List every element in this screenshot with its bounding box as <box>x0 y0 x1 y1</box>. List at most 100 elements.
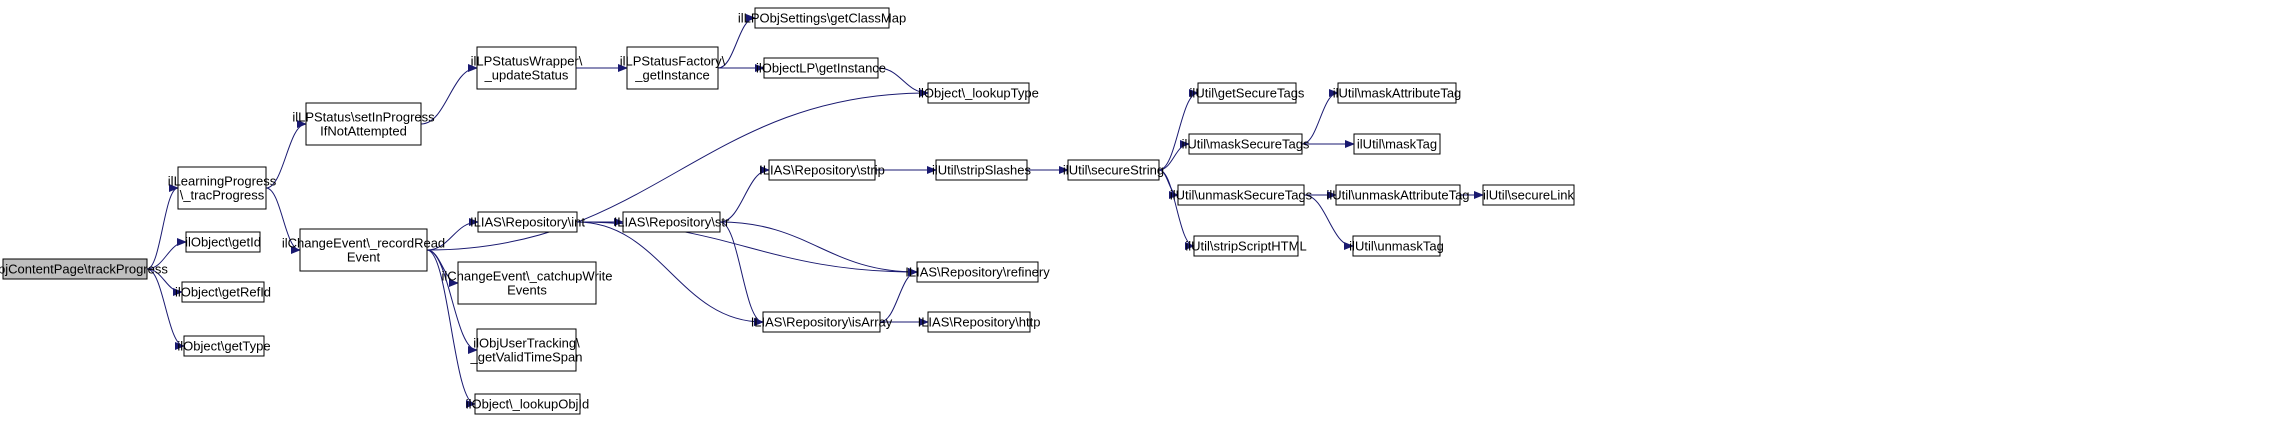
node-label: ILIAS\Repository\http <box>918 315 1041 330</box>
edge-record-read-to-user-tracking <box>426 249 478 354</box>
edge-repo-is-array-to-repo-refinery <box>879 268 918 323</box>
node-box <box>477 211 578 233</box>
node-box <box>185 231 261 253</box>
nodes-layer: ilObjContentPage\trackProgress ilLearning… <box>0 7 1575 415</box>
node-repo-strip[interactable]: ILIAS\Repository\strip <box>759 159 885 181</box>
node-label: ilUtil\stripSlashes <box>932 163 1031 178</box>
edge-root-to-get-type <box>146 268 185 350</box>
node-label: ilUtil\getSecureTags <box>1190 86 1305 101</box>
node-get-ref-id[interactable]: ilObject\getRefId <box>175 281 271 303</box>
node-unmask-tag[interactable]: ilUtil\unmaskTag <box>1349 235 1444 257</box>
node-label: ILIAS\Repository\strip <box>759 163 885 178</box>
node-box <box>1352 235 1441 257</box>
node-box <box>768 159 876 181</box>
node-label: ilObject\_lookupObjId <box>466 397 590 412</box>
node-box <box>2 258 148 280</box>
node-label: \_tracProgress <box>180 188 265 203</box>
node-trac[interactable]: ilLearningProgress\_tracProgress <box>168 166 277 210</box>
node-object-lp[interactable]: ilObjectLP\getInstance <box>756 57 886 79</box>
node-label: ilLPStatusWrapper\ <box>471 54 583 69</box>
node-box <box>626 46 719 90</box>
edges-layer <box>146 14 1484 408</box>
node-box <box>1353 133 1441 155</box>
node-label: Events <box>507 283 547 298</box>
node-box <box>183 335 265 357</box>
node-label: ilObjectLP\getInstance <box>756 61 886 76</box>
node-get-id[interactable]: ilObject\getId <box>185 231 261 253</box>
node-mask-secure-tags[interactable]: ilUtil\maskSecureTags <box>1182 133 1310 155</box>
node-label: ilObject\_lookupType <box>918 86 1039 101</box>
node-label: ILIAS\Repository\str <box>614 215 730 230</box>
node-factory[interactable]: ilLPStatusFactory\_getInstance <box>620 46 726 90</box>
node-label: ilUtil\secureString <box>1063 163 1164 178</box>
node-box <box>935 159 1028 181</box>
node-repo-refinery[interactable]: ILIAS\Repository\refinery <box>905 261 1050 283</box>
node-class-map[interactable]: ilLPObjSettings\getClassMap <box>738 7 906 29</box>
edge-record-read-to-lookup-obj-id <box>426 249 476 408</box>
node-box <box>762 311 881 333</box>
node-label: ilLPStatus\setInProgress <box>292 110 435 125</box>
edge-set-in-prog-to-wrapper <box>420 64 478 125</box>
node-root[interactable]: ilObjContentPage\trackProgress <box>0 258 168 280</box>
edge-root-to-get-ref-id <box>146 268 183 296</box>
node-strip-script-html[interactable]: ilUtil\stripScriptHTML <box>1185 235 1307 257</box>
node-box <box>1177 184 1305 206</box>
node-label: ilObject\getId <box>185 235 261 250</box>
node-label: ilUtil\stripScriptHTML <box>1185 239 1306 254</box>
node-label: ilObjUserTracking\ <box>473 336 580 351</box>
edge-root-to-get-id <box>146 238 187 270</box>
node-secure-string[interactable]: ilUtil\secureString <box>1063 159 1164 181</box>
node-get-type[interactable]: ilObject\getType <box>177 335 271 357</box>
node-repo-is-array[interactable]: ILIAS\Repository\isArray <box>751 311 893 333</box>
node-label: _getInstance <box>634 68 709 83</box>
node-lookup-type[interactable]: ilObject\_lookupType <box>918 82 1039 104</box>
node-label: ILIAS\Repository\isArray <box>751 315 893 330</box>
node-box <box>457 261 597 305</box>
edge-secure-string-to-mask-secure-tags <box>1158 140 1190 171</box>
node-box <box>476 328 577 372</box>
node-label: ilLPObjSettings\getClassMap <box>738 11 906 26</box>
node-box <box>916 261 1039 283</box>
node-label: ilObjContentPage\trackProgress <box>0 262 168 277</box>
node-strip-slashes[interactable]: ilUtil\stripSlashes <box>932 159 1031 181</box>
node-box <box>927 82 1030 104</box>
node-label: ilUtil\unmaskTag <box>1349 239 1444 254</box>
node-label: _updateStatus <box>484 68 569 83</box>
node-repo-str[interactable]: ILIAS\Repository\str <box>614 211 730 233</box>
node-label: ILIAS\Repository\int <box>470 215 585 230</box>
node-repo-http[interactable]: ILIAS\Repository\http <box>918 311 1041 333</box>
node-box <box>181 281 265 303</box>
node-mask-tag[interactable]: ilUtil\maskTag <box>1353 133 1441 155</box>
node-wrapper[interactable]: ilLPStatusWrapper\_updateStatus <box>471 46 583 90</box>
node-secure-link[interactable]: ilUtil\secureLink <box>1482 184 1575 206</box>
node-box <box>305 102 422 146</box>
node-lookup-obj-id[interactable]: ilObject\_lookupObjId <box>466 393 590 415</box>
edge-root-to-trac <box>146 184 179 270</box>
node-box <box>763 57 879 79</box>
edge-repo-str-to-repo-is-array <box>719 221 764 326</box>
node-label: IfNotAttempted <box>320 124 407 139</box>
node-label: ilObject\getType <box>177 339 270 354</box>
edge-mask-secure-tags-to-mask-attribute-tag <box>1301 89 1339 145</box>
edge-secure-string-to-get-secure-tags <box>1158 89 1199 171</box>
node-box <box>1337 82 1457 104</box>
node-mask-attribute-tag[interactable]: ilUtil\maskAttributeTag <box>1333 82 1462 104</box>
node-get-secure-tags[interactable]: ilUtil\getSecureTags <box>1190 82 1305 104</box>
node-unmask-attribute-tag[interactable]: ilUtil\unmaskAttributeTag <box>1326 184 1470 206</box>
node-user-tracking[interactable]: ilObjUserTracking\_getValidTimeSpan <box>469 328 583 372</box>
node-box <box>1193 235 1299 257</box>
edge-record-read-to-repo-int <box>426 218 479 251</box>
node-box <box>622 211 721 233</box>
node-label: _getValidTimeSpan <box>469 350 582 365</box>
node-label: ilLearningProgress <box>168 174 277 189</box>
node-label: ilUtil\unmaskSecureTags <box>1170 188 1313 203</box>
node-box <box>299 228 428 272</box>
node-box <box>476 46 577 90</box>
node-repo-int[interactable]: ILIAS\Repository\int <box>470 211 585 233</box>
edge-record-read-to-lookup-type <box>426 89 929 251</box>
node-unmask-secure-tags[interactable]: ilUtil\unmaskSecureTags <box>1170 184 1313 206</box>
